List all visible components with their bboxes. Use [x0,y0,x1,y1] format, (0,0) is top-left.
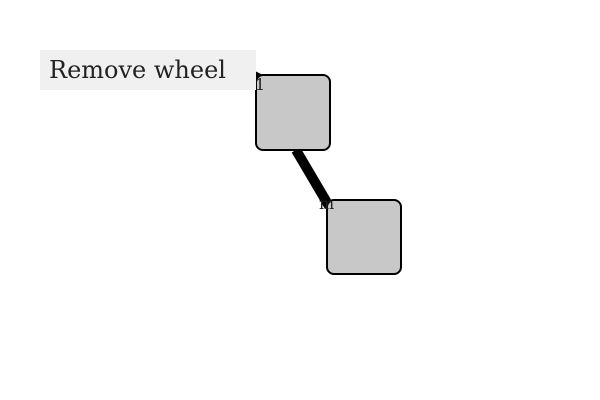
remove-wheel-menu-item[interactable]: Remove wheel [40,50,256,90]
node-bottom[interactable] [326,199,402,275]
edge-from-label: 1 [255,75,265,94]
edge-connector[interactable] [291,147,334,209]
node-top[interactable] [255,74,331,151]
edge-to-label: m [319,194,334,213]
